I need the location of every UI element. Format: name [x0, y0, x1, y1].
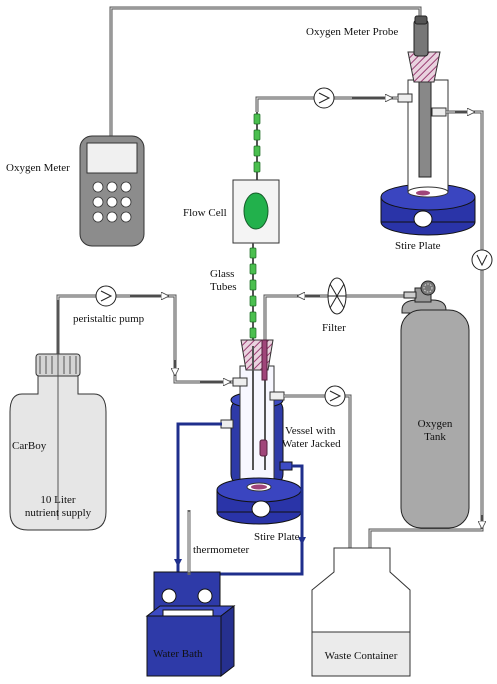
label-waste-container: Waste Container [324, 650, 398, 662]
label-oxygen-meter-probe: Oxygen Meter Probe [306, 26, 399, 38]
top-pump [313, 87, 335, 109]
probe-vessel [397, 15, 449, 198]
label-filter: Filter [322, 322, 346, 334]
peristaltic-pump [95, 285, 117, 307]
label-thermometer: thermometer [193, 544, 250, 556]
label-stire-plate-bottom: Stire Plate [254, 531, 300, 543]
oxygen-tank [400, 280, 470, 529]
waste-container [311, 547, 411, 677]
label-supply-2: nutrient supply [24, 507, 92, 519]
outlet-pump [324, 385, 346, 407]
jacketed-vessel [220, 339, 293, 489]
label-glass-tubes-1: Glass [210, 268, 235, 280]
label-flow-cell: Flow Cell [183, 207, 227, 219]
water-bath [145, 571, 236, 678]
label-vessel-1: Vessel with [285, 425, 336, 437]
bottom-stir-plate [216, 477, 302, 525]
flow-cell [232, 179, 280, 244]
label-supply-1: 10 Liter [40, 494, 76, 506]
label-water-bath: Water Bath [153, 648, 203, 660]
carboy [9, 300, 107, 531]
label-oxygen-tank-1: Oxygen [417, 418, 453, 430]
label-vessel-2: Water Jacked [282, 438, 341, 450]
label-oxygen-tank-2: Tank [424, 431, 446, 443]
label-peristaltic-pump: peristaltic pump [73, 313, 145, 325]
label-glass-tubes-2: Tubes [210, 281, 237, 293]
oxygen-meter-device [79, 135, 145, 247]
label-stire-plate-top: Stire Plate [395, 240, 441, 252]
filter [327, 277, 347, 315]
right-pump [471, 249, 493, 271]
lower-glass-tubes [249, 243, 257, 346]
upper-glass-tubes [253, 112, 261, 180]
label-carboy: CarBoy [12, 440, 47, 452]
label-oxygen-meter: Oxygen Meter [6, 162, 70, 174]
